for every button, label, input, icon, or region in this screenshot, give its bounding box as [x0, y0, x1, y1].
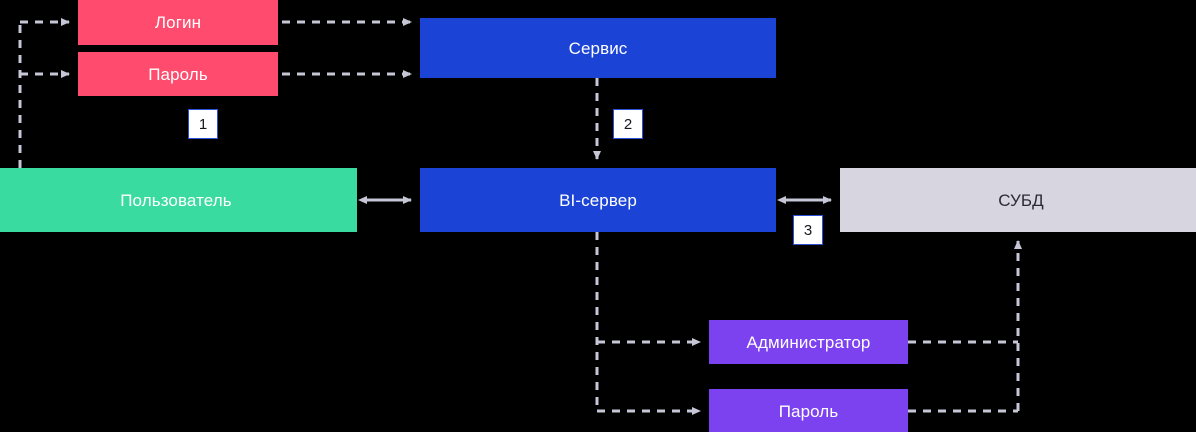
node-bi-server[interactable]: BI-сервер	[420, 168, 776, 232]
step-label-1: 1	[188, 109, 218, 139]
node-administrator-password[interactable]: Пароль	[709, 389, 908, 432]
node-dbms[interactable]: СУБД	[840, 168, 1196, 232]
node-user[interactable]: Пользователь	[0, 168, 357, 232]
step-label-2: 2	[613, 109, 643, 139]
edge-user-to-credentials	[18, 18, 70, 168]
node-administrator[interactable]: Администратор	[709, 320, 908, 364]
node-login[interactable]: Логин	[78, 0, 278, 45]
node-service[interactable]: Сервис	[420, 18, 776, 78]
step-label-3: 3	[793, 215, 823, 245]
edge-admin-credentials-to-dbms	[908, 240, 1022, 413]
node-password[interactable]: Пароль	[78, 52, 278, 96]
edge-biserver-to-admin-credentials	[595, 232, 701, 415]
